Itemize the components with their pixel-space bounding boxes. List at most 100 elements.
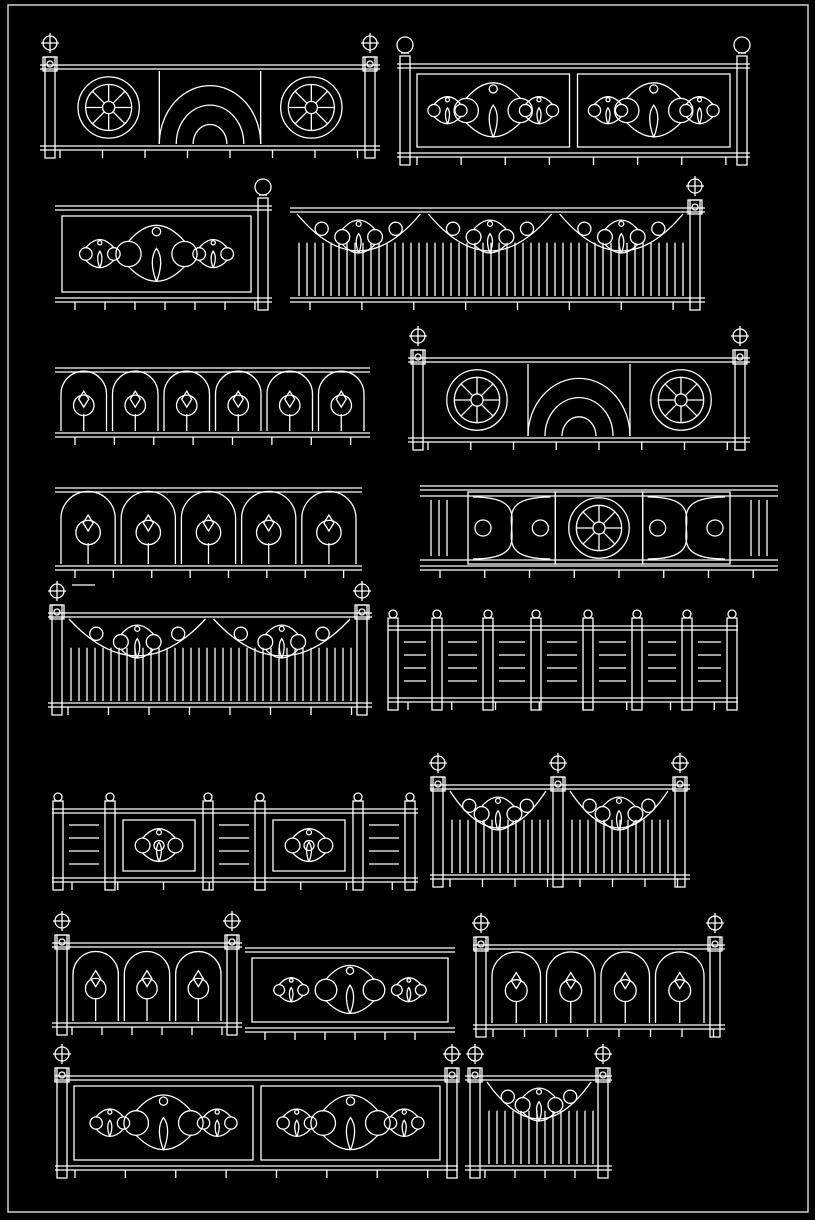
diamond <box>83 515 93 531</box>
post-boss <box>449 1072 455 1078</box>
post <box>258 198 268 310</box>
rosette-spoke <box>665 404 677 416</box>
leaf <box>697 108 701 124</box>
scroll-bead <box>152 227 160 235</box>
diamond <box>620 973 630 989</box>
scroll-curl <box>642 799 655 812</box>
scroll-arc <box>342 220 375 229</box>
post-cap <box>363 57 377 71</box>
scroll-arc <box>283 1109 310 1117</box>
scroll-arc <box>466 83 520 99</box>
post-cap <box>688 200 702 214</box>
scroll-bead <box>289 979 293 983</box>
swag-curve <box>297 214 420 251</box>
scroll-arc <box>482 797 515 806</box>
post-boss <box>359 609 365 615</box>
scroll-arc <box>129 225 185 241</box>
finial-knob-icon <box>389 610 397 618</box>
arch-frame <box>176 952 221 1021</box>
arch-curve <box>176 105 244 144</box>
finial-knob-icon <box>354 793 362 801</box>
finial-knob-icon <box>728 610 736 618</box>
scroll-panel-frame <box>62 216 251 292</box>
railing-elevation <box>52 793 418 890</box>
finial-knob-icon <box>256 793 264 801</box>
scroll-bead <box>307 830 312 835</box>
post-boss <box>712 941 718 947</box>
leaf <box>289 988 293 1002</box>
post-cap <box>431 777 445 791</box>
railing-elevation <box>429 753 690 887</box>
diamond <box>142 971 152 987</box>
post-boss <box>478 941 484 947</box>
leaf <box>402 1120 406 1136</box>
arch-frame <box>656 952 705 1023</box>
finial-knob-icon <box>54 793 62 801</box>
post-cap <box>474 937 488 951</box>
rosette-ring <box>78 77 139 138</box>
finial-knob-icon <box>204 793 212 801</box>
scroll-bead <box>407 979 411 983</box>
arch-frame <box>61 491 115 564</box>
scroll-arc <box>86 240 114 248</box>
railing-elevation <box>420 486 778 578</box>
scroll-bead <box>445 98 449 102</box>
scroll-bead <box>537 1089 542 1094</box>
post-boss <box>59 939 65 945</box>
rosette-ring <box>569 498 629 558</box>
rosette-spoke <box>316 112 328 124</box>
railing-elevation <box>53 1044 461 1178</box>
leaf <box>650 105 658 137</box>
leaf <box>135 639 140 659</box>
scroll-curl <box>463 799 476 812</box>
scroll-curl <box>389 222 402 235</box>
post-cap <box>50 605 64 619</box>
scroll-bead <box>356 221 361 226</box>
scroll-bead <box>108 1110 112 1114</box>
post <box>400 56 410 165</box>
scroll-curl <box>583 799 596 812</box>
scroll-curl <box>501 1090 514 1103</box>
scroll-bead <box>159 1097 167 1105</box>
scroll-arc <box>323 1095 378 1111</box>
post-boss <box>54 609 60 615</box>
post-cap <box>55 1068 69 1082</box>
leaf <box>307 842 312 862</box>
scroll-curl <box>90 627 103 640</box>
post-cap <box>733 350 747 364</box>
diamond <box>91 971 101 987</box>
finial-knob-icon <box>633 610 641 618</box>
rosette-spoke <box>481 404 493 416</box>
scroll-bead <box>215 1110 219 1114</box>
rosette-spoke <box>461 384 473 396</box>
post-cap <box>411 350 425 364</box>
arch-frame <box>492 952 541 1023</box>
scroll-arc <box>397 978 421 985</box>
medallion <box>188 978 208 998</box>
medallion <box>304 841 314 851</box>
leaf <box>295 1120 299 1136</box>
rosette-spoke <box>685 404 697 416</box>
scroll-arc <box>96 1109 123 1117</box>
diamond <box>233 391 243 407</box>
arch-frame <box>547 952 596 1023</box>
scroll-bead <box>346 1097 354 1105</box>
leaf <box>98 251 102 268</box>
scroll-bead <box>619 221 624 226</box>
post-cap <box>673 777 687 791</box>
diamond <box>566 973 576 989</box>
post-boss <box>692 204 698 210</box>
post-cap <box>596 1068 610 1082</box>
railing-elevation <box>465 1044 612 1178</box>
leaf <box>407 988 411 1002</box>
rosette-spoke <box>295 112 307 124</box>
scroll-bead <box>697 98 701 102</box>
post-cap <box>355 605 369 619</box>
leaf <box>488 234 493 254</box>
arch-frame <box>61 371 107 431</box>
arch-frame <box>267 371 313 431</box>
scroll-bead <box>346 967 353 974</box>
post-boss <box>59 1072 65 1078</box>
scroll-arc <box>605 220 638 229</box>
